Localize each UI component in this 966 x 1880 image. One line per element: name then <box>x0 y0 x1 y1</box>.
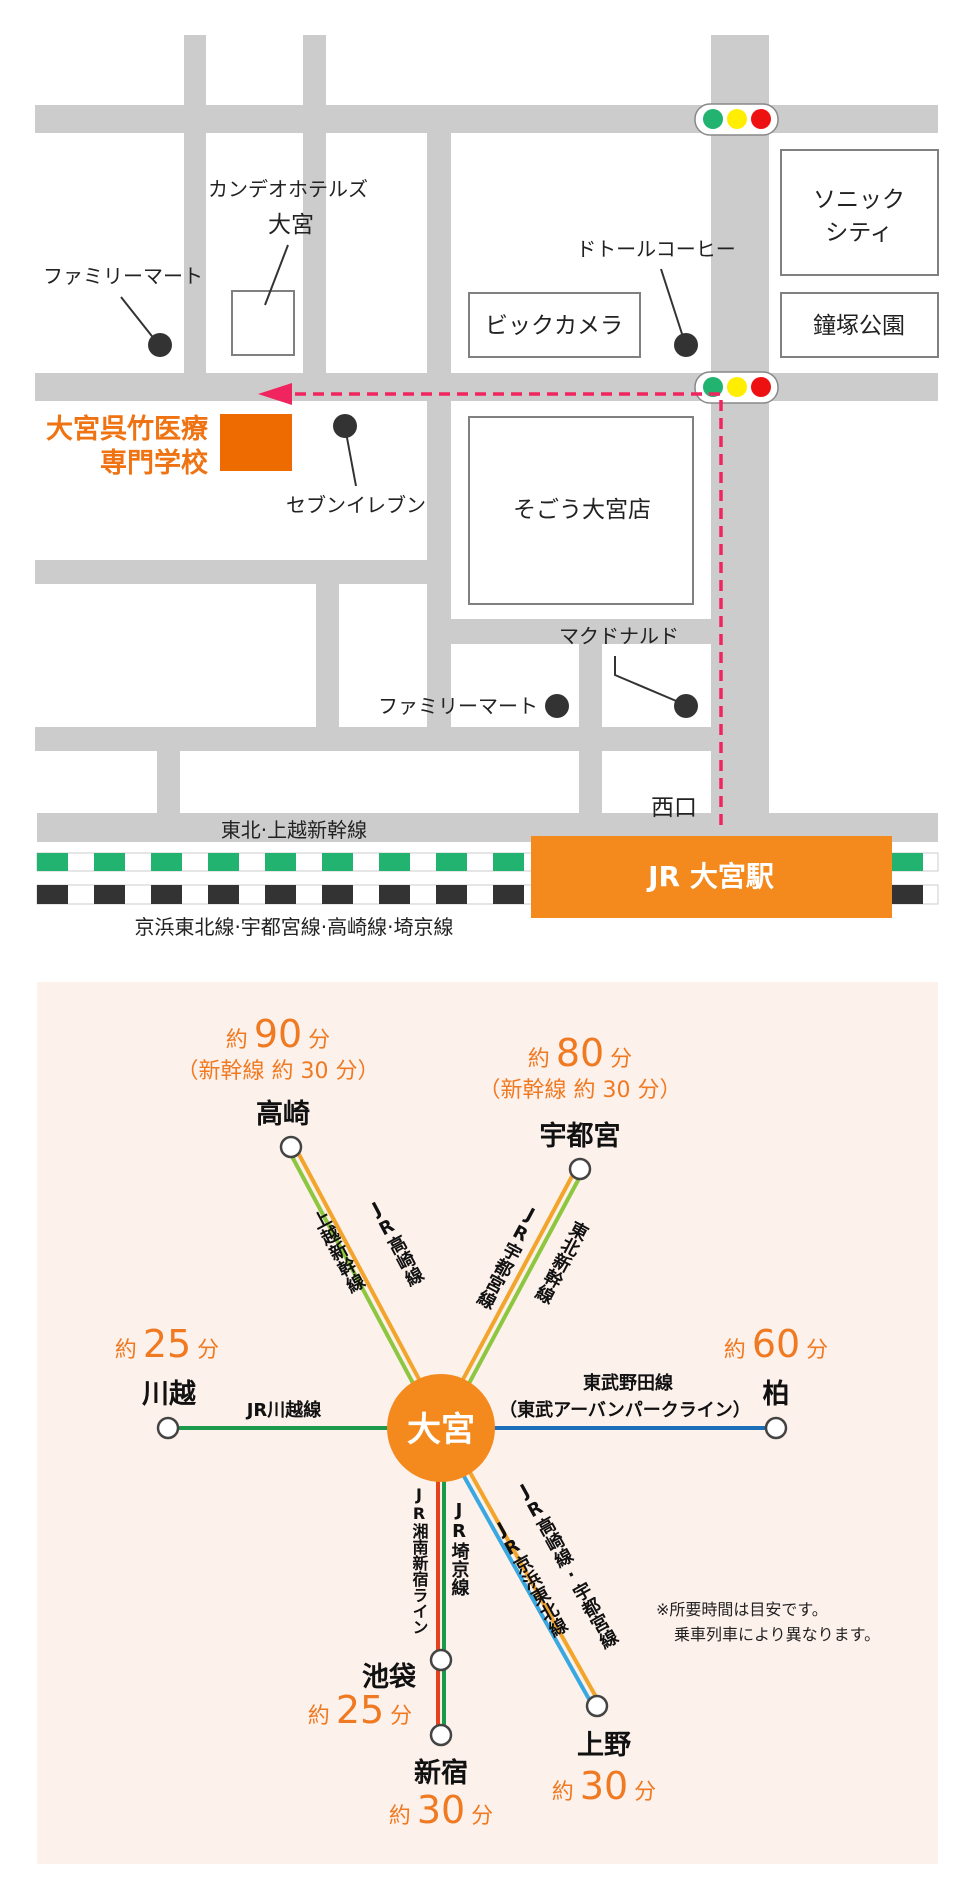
street-map: カンデオホテルズ 大宮 ファミリーマート ドトールコーヒー ソニック シティ 鐘… <box>35 35 939 939</box>
label-tobu-urban: （東武アーバンパークライン） <box>499 1399 751 1421</box>
time-takasaki-sub: （新幹線 約 30 分） <box>177 1059 380 1084</box>
station-box <box>531 836 892 918</box>
familymart-nw-pin <box>148 333 172 357</box>
label-school: 大宮呉竹医療 <box>46 413 209 445</box>
note-line-2: 乗車列車により異なります。 <box>674 1625 880 1644</box>
node-utsunomiya <box>568 1157 592 1181</box>
route-arrow-icon <box>258 383 292 405</box>
label-seven-eleven: セブンイレブン <box>286 493 426 517</box>
label-park: 鐘塚公園 <box>813 313 905 339</box>
station-utsunomiya: 宇都宮 <box>540 1120 621 1152</box>
station-ueno: 上野 <box>577 1730 631 1761</box>
station-kawagoe: 川越 <box>142 1379 197 1410</box>
label-doutor: ドトールコーヒー <box>576 237 736 261</box>
node-shinjuku <box>429 1723 453 1747</box>
roads <box>35 35 938 842</box>
sonic-city-building <box>780 149 939 276</box>
label-station: JR 大宮駅 <box>646 860 774 893</box>
center-omiya <box>387 1374 495 1482</box>
traffic-light-south <box>694 371 779 404</box>
label-sogo: そごう大宮店 <box>513 497 651 523</box>
note-line-1: ※所要時間は目安です。 <box>656 1600 828 1619</box>
label-school-2: 専門学校 <box>100 447 208 479</box>
node-takasaki <box>279 1135 303 1159</box>
label-jr-kawagoe: JR川越線 <box>245 1399 322 1421</box>
label-sonic-city-2: シティ <box>825 220 893 246</box>
school-marker <box>220 414 292 471</box>
node-kawagoe <box>156 1416 180 1440</box>
node-ueno <box>585 1694 609 1718</box>
familymart-s-pin <box>545 694 569 718</box>
label-saikyo: JR埼京線 <box>449 1500 470 1597</box>
label-west-exit: 西口 <box>651 795 697 821</box>
label-hotel: カンデオホテルズ <box>208 177 368 201</box>
sogo-building <box>468 416 694 605</box>
node-kashiwa <box>764 1416 788 1440</box>
label-sonic-city: ソニック <box>813 187 905 213</box>
bic-camera-building <box>468 292 641 358</box>
label-hotel-2: 大宮 <box>268 212 314 238</box>
traffic-light-north <box>694 103 779 136</box>
station-ikebukuro: 池袋 <box>362 1662 417 1693</box>
label-familymart-nw: ファミリーマート <box>43 264 203 288</box>
label-rail-upper: 東北·上越新幹線 <box>221 818 367 842</box>
seven-eleven-pin <box>333 414 357 438</box>
mcdonalds-pin <box>674 694 698 718</box>
time-utsunomiya-sub: （新幹線 約 30 分） <box>479 1078 682 1103</box>
label-tobu-noda: 東武野田線 <box>583 1372 673 1394</box>
doutor-pin <box>674 333 698 357</box>
center-label: 大宮 <box>407 1410 475 1450</box>
label-mcdonalds: マクドナルド <box>559 624 679 648</box>
node-ikebukuro <box>429 1648 453 1672</box>
walking-route <box>258 383 723 825</box>
label-shonan-shinjuku: JR湘南新宿ライン <box>410 1485 429 1635</box>
label-familymart-s: ファミリーマート <box>378 694 538 718</box>
label-bic-camera: ビックカメラ <box>485 313 623 339</box>
label-rail-lower: 京浜東北線·宇都宮線·高崎線·埼京線 <box>134 915 453 939</box>
hotel-building <box>231 290 295 356</box>
station-shinjuku: 新宿 <box>414 1757 468 1789</box>
park-area <box>780 292 939 358</box>
station-kashiwa: 柏 <box>763 1379 790 1410</box>
station-takasaki: 高崎 <box>256 1098 310 1130</box>
